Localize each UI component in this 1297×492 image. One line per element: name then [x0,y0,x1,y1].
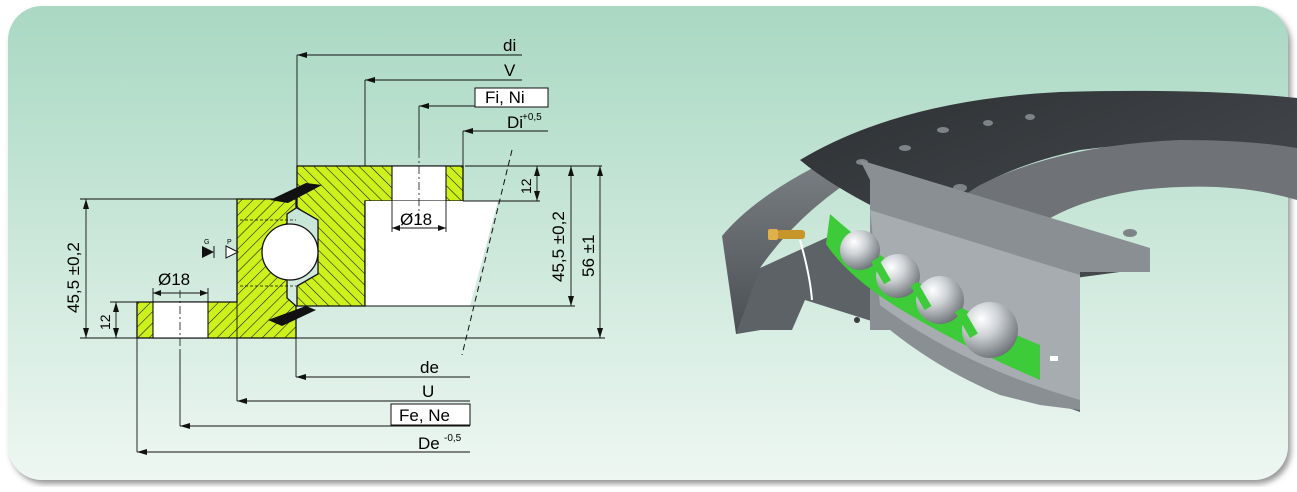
dim-height-left: 45,5 ±0,2 [64,242,83,313]
dim-height-right: 45,5 ±0,2 [549,211,568,282]
dim-de-outer: De [418,434,440,453]
fi-ni-box [474,87,549,108]
section-drawing [136,149,605,356]
bearing-render-image [722,90,1297,412]
mark-g: G [204,239,209,246]
dim-fi-ni: Fi, Ni [485,88,525,107]
dim-de-tolerance: -0,5 [444,433,462,444]
dim-u: U [422,382,434,401]
dim-di-inner: Di [507,113,523,132]
dim-flange-right: 12 [518,178,534,194]
dim-v: V [504,61,516,80]
arrow-heads [83,52,603,455]
dim-height-total: 56 ±1 [579,235,598,277]
dim-fe-ne: Fe, Ne [399,406,450,425]
grease-fitting [768,229,813,301]
dim-de: de [420,358,439,377]
fe-ne-box [390,403,471,426]
bottom-seal [268,306,316,326]
lube-marks: G P [202,239,240,259]
dimension-lines [80,54,601,453]
dim-di: di [503,36,516,55]
ball-element [261,223,319,281]
top-seal [270,183,322,203]
outer-bolt-hole [152,301,209,339]
dim-hole-top: Ø18 [400,210,432,229]
dim-hole-bottom: Ø18 [158,270,190,289]
dim-di-tolerance: +0,5 [522,112,542,123]
mark-p: P [227,239,232,246]
dim-flange-left: 12 [97,314,113,330]
